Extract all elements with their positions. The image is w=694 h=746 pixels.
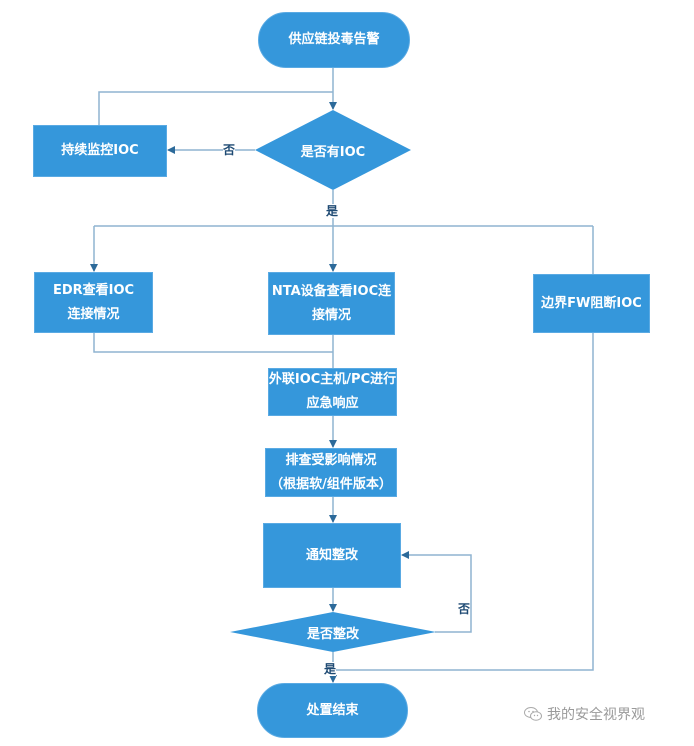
edge-label-rectified-yes: 是 <box>324 662 337 676</box>
nta-check-node: NTA设备查看IOC连 接情况 <box>268 272 395 335</box>
edge-monitor-to-has-ioc <box>98 91 333 125</box>
respond-line-1: 外联IOC主机/PC进行 <box>268 372 397 387</box>
watermark: 我的安全视界观 <box>523 704 645 724</box>
edge-label-has-ioc-no: 否 <box>223 143 236 157</box>
investigate-node: 排查受影响情况 （根据软/组件版本） <box>265 448 397 497</box>
decision-rectified-label: 是否整改 <box>306 626 359 642</box>
monitor-ioc-node: 持续监控IOC <box>33 125 167 177</box>
investigate-line-2: （根据软/组件版本） <box>270 476 392 492</box>
decision-has-ioc-label: 是否有IOC <box>300 144 366 160</box>
investigate-line-1: 排查受影响情况 <box>285 452 377 468</box>
edr-check-node: EDR查看IOC 连接情况 <box>34 272 153 333</box>
nta-line-2: 接情况 <box>311 307 351 323</box>
edr-line-2: 连接情况 <box>67 306 120 322</box>
edge-fw-to-end <box>333 333 594 671</box>
wechat-icon <box>523 706 543 722</box>
watermark-text: 我的安全视界观 <box>547 707 645 723</box>
edge-label-rectified-no: 否 <box>458 602 471 616</box>
start-node: 供应链投毒告警 <box>258 12 410 68</box>
edge-label-has-ioc-yes: 是 <box>326 204 339 218</box>
respond-node: 外联IOC主机/PC进行 应急响应 <box>268 368 397 416</box>
decision-has-ioc-shape <box>255 110 411 190</box>
edge-rectified-no <box>401 551 472 633</box>
edge-edr-to-respond <box>93 333 333 353</box>
nta-line-1: NTA设备查看IOC连 <box>271 283 392 299</box>
end-node: 处置结束 <box>257 683 408 738</box>
fw-block-node: 边界FW阻断IOC <box>533 274 650 333</box>
decision-rectified-shape <box>230 612 436 652</box>
respond-line-2: 应急响应 <box>306 396 359 411</box>
edr-line-1: EDR查看IOC <box>52 282 135 298</box>
notify-node: 通知整改 <box>263 523 401 588</box>
